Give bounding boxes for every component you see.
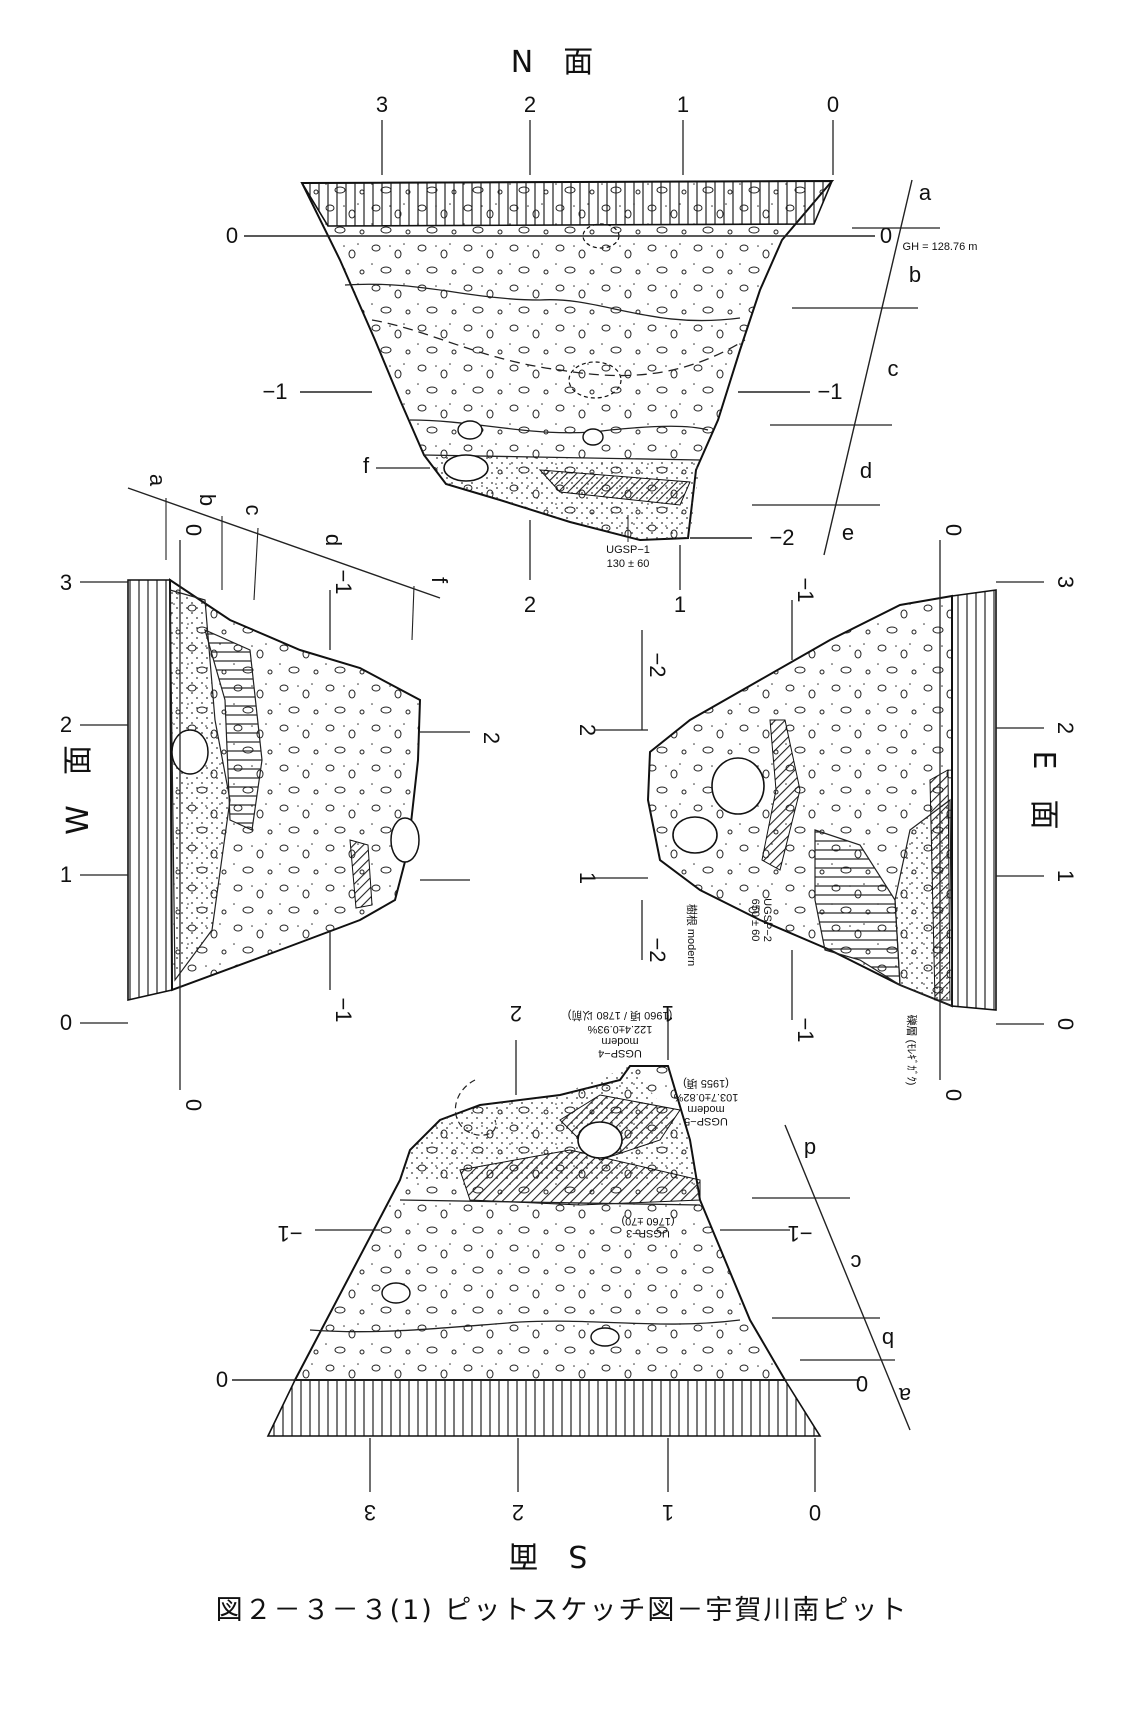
north-right-minus1: −1	[817, 379, 842, 404]
east-hatched-band	[761, 719, 801, 871]
west-top-0: 0	[181, 524, 206, 536]
east-left-1: 1	[575, 872, 600, 884]
south-sample3-note: (1760 ±70)	[621, 1215, 674, 1227]
east-right-3: 3	[1053, 576, 1078, 588]
south-sample4-pct: 122.4±0.93%	[587, 1023, 652, 1035]
east-hlines-band	[814, 829, 901, 987]
north-right-0: 0	[880, 223, 892, 248]
south-sample5-year: (1955 頃)	[683, 1077, 729, 1090]
south-sample5-pct: 103.7±0.82%	[673, 1091, 738, 1103]
east-sample2: UGSP−2	[761, 898, 773, 942]
north-layer-a: a	[919, 180, 932, 205]
north-bottom-2: 2	[524, 592, 536, 617]
south-left-0: 0	[216, 1367, 228, 1392]
south-sample3: UGSP−3	[626, 1227, 670, 1239]
south-tick-3: 3	[364, 1500, 376, 1525]
south-top-2: 2	[510, 1001, 522, 1026]
west-layer-f: f	[427, 577, 452, 584]
south-right-0: 0	[856, 1371, 868, 1396]
east-left-minus2-bottom: −2	[645, 937, 670, 962]
south-layer-d: d	[804, 1137, 816, 1162]
north-tick-1: 1	[677, 92, 689, 117]
south-tick-0: 0	[809, 1500, 821, 1525]
north-left-0: 0	[226, 223, 238, 248]
south-layer-c: c	[851, 1250, 862, 1275]
west-layer-a: a	[145, 474, 170, 487]
west-left-3: 3	[60, 570, 72, 595]
south-tick-2: 2	[512, 1500, 524, 1525]
west-layer-c: c	[241, 505, 266, 516]
west-face-title: W 面	[61, 745, 96, 835]
south-tick-1: 1	[662, 1500, 674, 1525]
north-face: N 面 3 2 1 0 0 0	[226, 45, 978, 617]
north-right-minus2: −2	[769, 525, 794, 550]
north-topsoil-band	[300, 180, 834, 227]
east-note-modern: 樹根 modern	[685, 904, 699, 966]
north-tick-2: 2	[524, 92, 536, 117]
south-face: S 面 3 2 1 0 0 0 −1 −1 2 1	[216, 1001, 911, 1573]
south-topsoil-band	[266, 1379, 822, 1437]
north-layer-c: c	[888, 356, 899, 381]
east-bottom-0: 0	[941, 1089, 966, 1101]
north-layer-b: b	[909, 262, 921, 287]
south-sample4: UGSP−4	[598, 1047, 642, 1059]
west-bottom-0: 0	[181, 1099, 206, 1111]
north-hatched-band	[538, 469, 691, 506]
west-hatched-strip	[349, 839, 373, 909]
north-sand-layer	[430, 455, 700, 540]
east-left-minus2-top: −2	[645, 652, 670, 677]
west-layer-b: b	[195, 494, 220, 506]
west-right-2: 2	[479, 732, 504, 744]
south-left-minus1: −1	[277, 1221, 302, 1246]
north-gh-label: GH = 128.76 m	[903, 241, 978, 253]
north-left-minus1: −1	[262, 379, 287, 404]
north-tick-3: 3	[376, 92, 388, 117]
south-sample4-mod: modern	[601, 1035, 638, 1047]
south-layer-a: a	[898, 1383, 911, 1408]
east-right-1: 1	[1053, 870, 1078, 882]
east-right-0: 0	[1053, 1018, 1078, 1030]
west-topsoil-band	[127, 579, 173, 1002]
west-left-1: 1	[60, 862, 72, 887]
north-sample1-age: 130 ± 60	[607, 558, 650, 570]
west-left-2: 2	[60, 712, 72, 737]
north-f-label: f	[363, 453, 370, 478]
north-layer-d: d	[860, 458, 872, 483]
south-right-minus1: −1	[787, 1221, 812, 1246]
south-top-1: 1	[662, 1001, 674, 1026]
west-bottom-minus1: −1	[331, 997, 356, 1022]
west-face: W 面 3 2 1 0 0 −1 0 −1 2 a	[60, 474, 504, 1111]
west-layer-d: d	[321, 534, 346, 546]
east-sample2-age: 650 ± 60	[749, 899, 761, 942]
south-sample4-year: (1960 頃 / 1780 以前)	[568, 1009, 673, 1023]
east-bottom-minus1: −1	[793, 1017, 818, 1042]
north-bottom-1: 1	[674, 592, 686, 617]
east-left-2: 2	[575, 724, 600, 736]
figure-caption: 図２－３－３(1) ピットスケッチ図－宇賀川南ピット	[215, 1595, 909, 1626]
north-tick-0: 0	[827, 92, 839, 117]
south-layer-b: b	[882, 1327, 894, 1352]
east-top-minus1: −1	[793, 577, 818, 602]
north-face-title: N 面	[511, 45, 593, 80]
east-face: E 面 3 2 1 0 0 0 −1 −1 −2 2 1 −2 U	[575, 524, 1078, 1101]
south-sample5: UGSP−5	[684, 1115, 728, 1127]
east-right-2: 2	[1053, 722, 1078, 734]
north-layer-e: e	[842, 520, 854, 545]
south-sample5-mod: modern	[687, 1103, 724, 1115]
east-topsoil-band	[951, 589, 997, 1011]
south-hatched-band	[459, 1149, 701, 1206]
west-hlines-band	[204, 628, 263, 831]
south-face-title: S 面	[508, 1538, 587, 1573]
east-top-0: 0	[941, 524, 966, 536]
east-face-title: E 面	[1026, 751, 1061, 830]
east-note-bottom: 礫層 (ﾓﾚｷﾞｶﾞｸ)	[905, 1015, 919, 1086]
west-top-minus1: −1	[331, 569, 356, 594]
north-top-ticks: 3 2 1 0	[376, 92, 839, 175]
west-left-0: 0	[60, 1010, 72, 1035]
north-sample1: UGSP−1	[606, 544, 650, 556]
